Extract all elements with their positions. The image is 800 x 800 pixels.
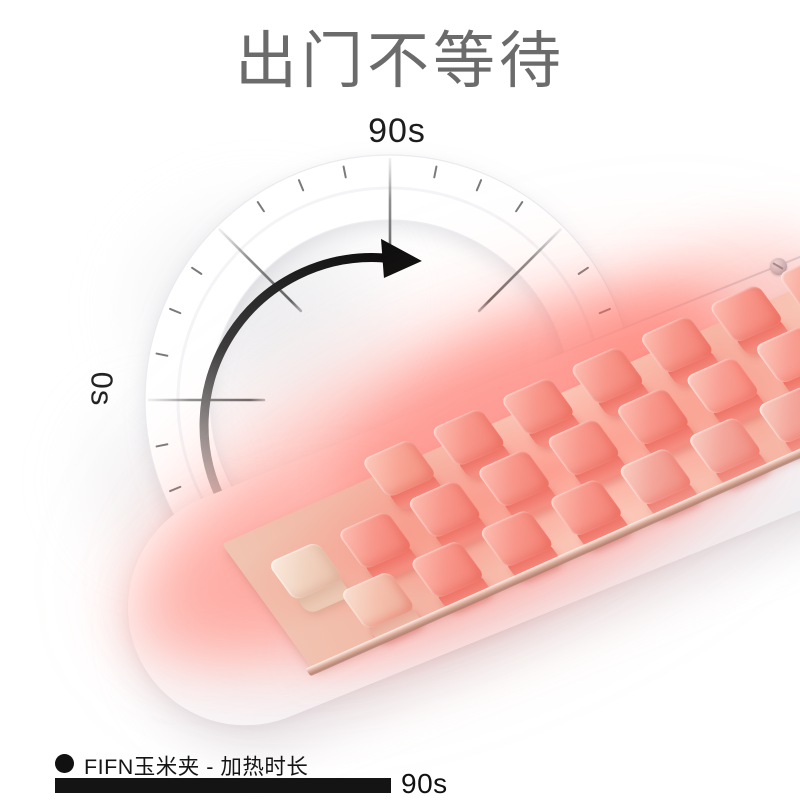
dial-min-label: 0s bbox=[84, 371, 120, 407]
duration-value: 90s bbox=[401, 768, 448, 799]
dial-max-label: 90s bbox=[368, 112, 426, 150]
duration-bar bbox=[55, 778, 391, 793]
legend-product-label: FIFN玉米夹 - 加热时长 bbox=[84, 755, 309, 779]
screw-icon bbox=[770, 258, 787, 275]
page-title: 出门不等待 bbox=[234, 27, 565, 96]
heat-bump bbox=[267, 541, 355, 616]
bullet-icon bbox=[55, 754, 74, 773]
